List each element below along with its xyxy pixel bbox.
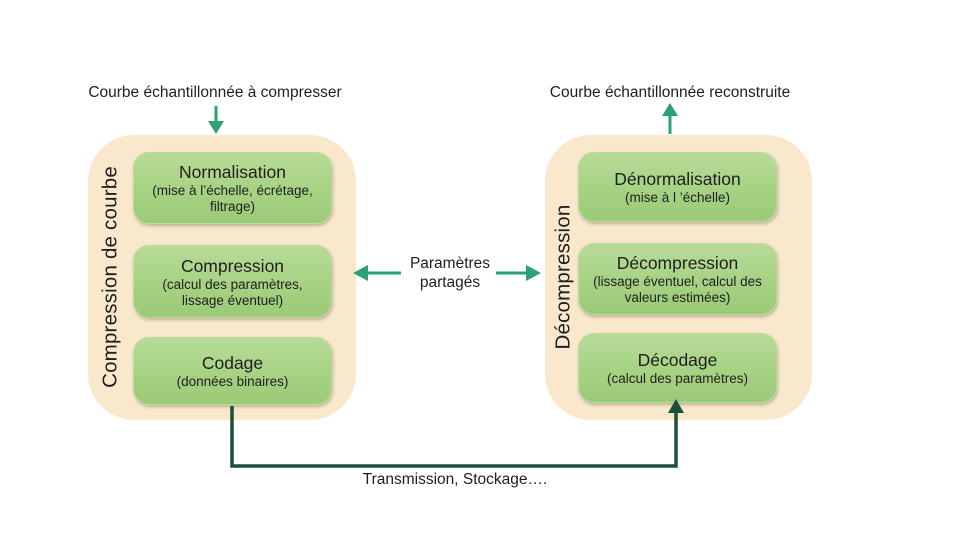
transmission-label: Transmission, Stockage….: [362, 471, 548, 488]
input-curve-label: Courbe échantillonnée à compresser: [88, 84, 342, 101]
step-subtitle: (mise à l ’échelle): [624, 190, 731, 205]
step-title: Décompression: [616, 253, 739, 273]
step-compression: Compression (calcul des paramètres, liss…: [133, 245, 332, 318]
output-curve-label: Courbe échantillonnée reconstruite: [549, 84, 791, 101]
compression-panel-title: Compression de courbe: [98, 166, 122, 388]
step-title: Dénormalisation: [614, 169, 741, 189]
step-denormalisation: Dénormalisation (mise à l ’échelle): [578, 152, 777, 222]
step-normalisation: Normalisation (mise à l’échelle, écrétag…: [133, 152, 332, 224]
arrow-up-icon: [662, 103, 678, 134]
arrow-down-icon: [208, 106, 224, 134]
step-subtitle: (calcul des paramètres, lissage éventuel…: [162, 276, 303, 308]
step-title: Codage: [201, 353, 264, 373]
step-codage: Codage (données binaires): [133, 337, 332, 405]
shared-params-label: Paramètres partagés: [409, 255, 491, 291]
step-subtitle: (lissage éventuel, calcul des valeurs es…: [593, 274, 762, 305]
step-subtitle: (données binaires): [176, 374, 289, 389]
decompression-panel-title: Décompression: [551, 204, 575, 350]
step-decodage: Décodage (calcul des paramètres): [578, 333, 777, 403]
step-subtitle: (calcul des paramètres): [606, 371, 749, 386]
step-title: Compression: [180, 255, 285, 276]
step-title: Décodage: [637, 350, 718, 370]
step-decompression: Décompression (lissage éventuel, calcul …: [578, 243, 777, 315]
step-subtitle: (mise à l’échelle, écrétage, filtrage): [152, 183, 313, 214]
step-title: Normalisation: [179, 162, 286, 182]
